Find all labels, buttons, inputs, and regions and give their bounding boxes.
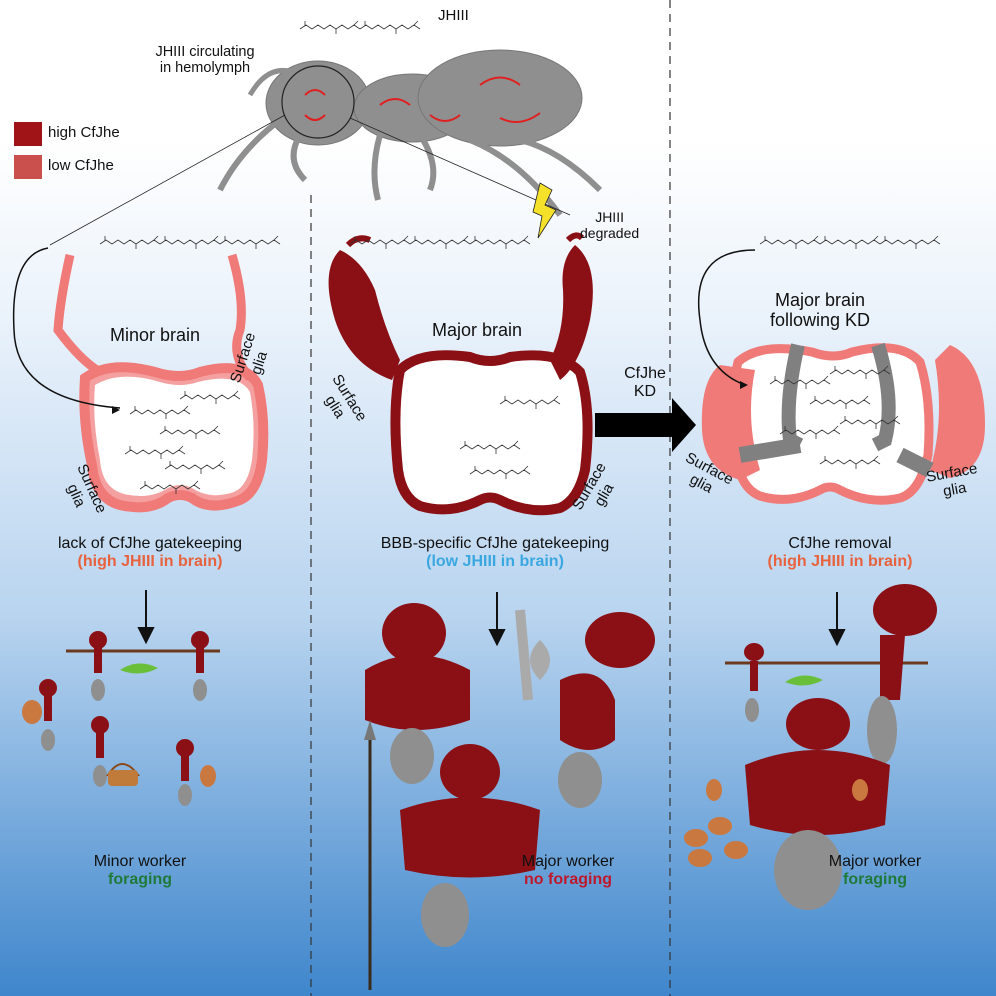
knockdown-arrow [595, 398, 696, 452]
knockdown-label-line2: KD [633, 382, 657, 400]
panel2-degraded-line1: JHIII [595, 209, 624, 225]
zoom-line-left [49, 114, 286, 246]
panel1-worker: Minor worker [93, 853, 187, 870]
panel3-molecule [759, 235, 941, 250]
panel3-brain-title: Major brain following KD [745, 290, 895, 330]
panel2-worker: Major worker [521, 853, 615, 870]
panel3-caption-text: CfJhe removal [788, 535, 892, 552]
panel1-caption-highlight: (high JHIII in brain) [77, 552, 223, 570]
panel2-brain-title: Major brain [432, 320, 523, 340]
hemolymph-flow-arrows [304, 76, 541, 123]
panel2-behavior: no foraging [524, 870, 612, 888]
panel3-outcome: Major worker foraging [800, 853, 950, 889]
panel2-degraded-label: JHIII degraded [580, 209, 640, 241]
circulating-label: JHIII circulating in hemolymph [130, 44, 280, 76]
legend-low-swatch [14, 155, 42, 179]
panel2-brain [328, 232, 593, 516]
panel1-brain [12, 247, 269, 513]
circulating-line-2: in hemolymph [159, 60, 251, 77]
legend-low-label: low CfJhe [48, 157, 114, 174]
panel2-major-ants [364, 603, 655, 990]
panel3-ants [684, 584, 937, 910]
panel3-brain [698, 249, 985, 505]
panel1-caption: lack of CfJhe gatekeeping (high JHIII in… [20, 535, 280, 571]
panel1-caption-text: lack of CfJhe gatekeeping [57, 535, 243, 552]
top-molecule-tail [359, 20, 421, 35]
panel2-caption: BBB-specific CfJhe gatekeeping (low JHII… [320, 535, 670, 571]
panel1-outcome: Minor worker foraging [40, 853, 240, 889]
panel3-behavior: foraging [843, 870, 907, 888]
top-jh-label: JHIII [438, 7, 469, 24]
legend-high-swatch [14, 122, 42, 146]
panel1-brain-title: Minor brain [110, 325, 201, 345]
panel2-degraded-line2: degraded [580, 224, 640, 241]
knockdown-label: CfJhe KD [615, 365, 675, 401]
top-molecule [299, 20, 361, 35]
panel2-molecule [349, 235, 531, 250]
panel3-brain-title-line1: Major brain [774, 290, 866, 310]
panel1-molecule [99, 235, 281, 250]
panel3-caption-highlight: (high JHIII in brain) [767, 552, 913, 570]
zoom-line-right [349, 117, 571, 216]
lightning-icon [532, 182, 557, 239]
panel2-caption-highlight: (low JHIII in brain) [426, 552, 564, 570]
top-ant [217, 49, 603, 217]
down-arrows [137, 590, 846, 647]
panel3-caption: CfJhe removal (high JHIII in brain) [700, 535, 980, 571]
panel1-minor-ants [22, 631, 220, 806]
panel2-outcome: Major worker no foraging [498, 853, 638, 889]
circulating-line-1: JHIII circulating [155, 44, 255, 60]
legend-high-label: high CfJhe [48, 124, 120, 141]
panel3-worker: Major worker [828, 853, 922, 870]
zoom-circle [281, 65, 355, 139]
panel2-caption-text: BBB-specific CfJhe gatekeeping [380, 535, 610, 552]
knockdown-label-line1: CfJhe [624, 365, 666, 382]
panel1-behavior: foraging [108, 870, 172, 888]
panel3-brain-title-line2: following KD [769, 310, 871, 331]
